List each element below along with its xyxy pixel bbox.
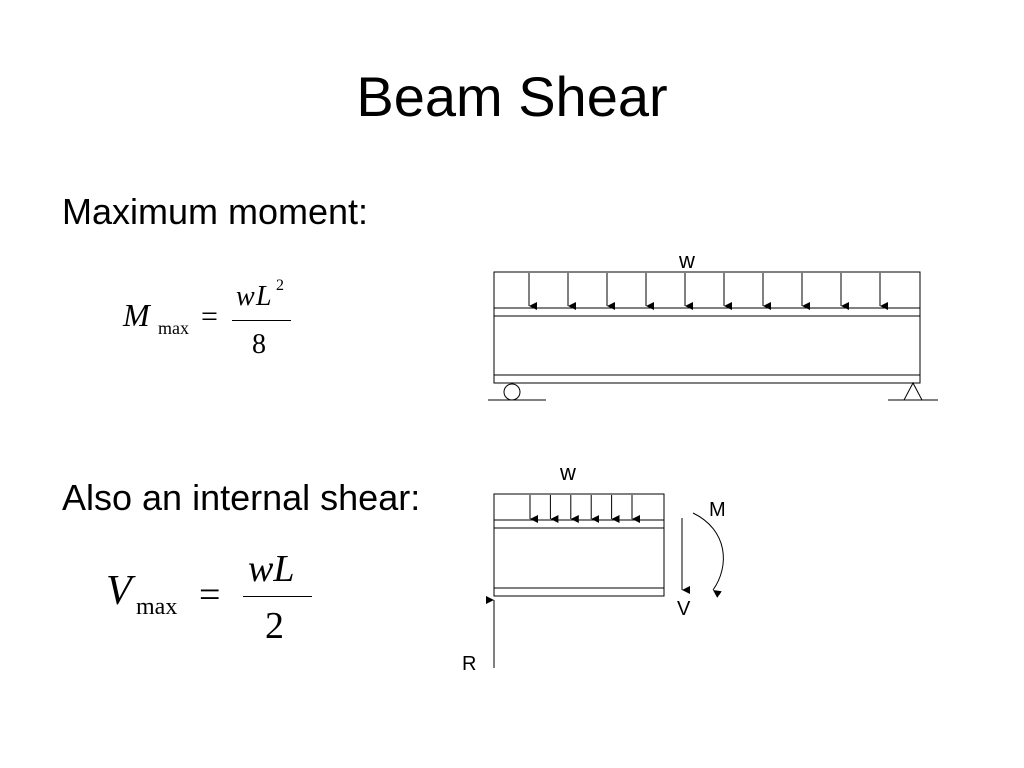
shear-denominator: 2 [265,605,284,647]
reaction-label: R [462,653,476,675]
section-top-flange [493,519,665,529]
moment-numerator-w: w [236,281,255,312]
section-bottom-flange [493,587,665,597]
moment-label: M [709,499,726,521]
section-load-arrows [529,495,640,523]
heading-maximum-moment: Maximum moment: [62,191,369,232]
shear-equals: = [199,574,221,616]
slide-title: Beam Shear [356,65,668,128]
moment-denominator: 8 [252,329,266,360]
moment-numerator-exponent: 2 [276,277,284,294]
moment-subscript: max [158,318,189,338]
moment-equals: = [201,300,218,333]
full-beam-bottom-flange [493,374,921,384]
full-beam-load-label: w [678,248,695,273]
shear-numerator: wL [248,548,295,590]
shear-subscript: max [136,594,178,620]
moment-symbol: M [123,297,150,333]
shear-label: V [677,598,691,620]
shear-fraction-bar [243,596,312,597]
moment-fraction-bar [232,320,291,321]
heading-internal-shear: Also an internal shear: [62,477,421,518]
section-load-box [493,493,665,521]
section-web [493,527,665,589]
shear-symbol: V [106,568,132,614]
full-beam-load-arrows [528,273,888,310]
moment-numerator-L: L [256,281,272,312]
moment-arrow [692,512,724,598]
section-load-label: w [559,460,576,485]
